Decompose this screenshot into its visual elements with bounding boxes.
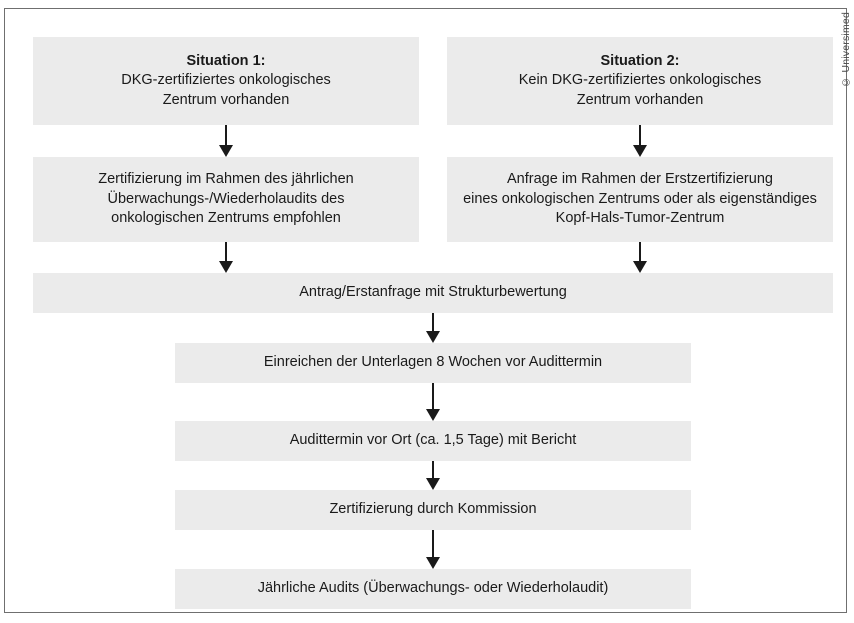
jaehrliche-audits-line-1: Jährliche Audits (Überwachungs- oder Wie… [257,580,609,597]
figure-frame: Situation 1: DKG-zertifiziertes onkologi… [4,8,847,613]
arrow-down-icon-situation2-to-anfrage [633,125,647,157]
flow-node-anfrage-erstzertifizierung: Anfrage im Rahmen der Erstzertifizierung… [447,157,833,242]
flow-node-antrag-strukturbewertung: Antrag/Erstanfrage mit Strukturbewertung [33,273,833,313]
einreichen-line-1: Einreichen der Unterlagen 8 Wochen vor A… [263,354,603,371]
situation-1-line-3: Zentrum vorhanden [162,91,290,108]
flow-node-einreichen-unterlagen: Einreichen der Unterlagen 8 Wochen vor A… [175,343,691,383]
copyright-credit: © Universimed [840,12,852,88]
arrow-down-icon-kommission-to-jaehrliche-audits [426,530,440,569]
arrow-shaft [639,242,641,261]
arrow-shaft [432,313,434,331]
situation-2-line-2: Kein DKG-zertifiziertes onkologisches [518,72,762,89]
flow-node-zertifizierung-jaehrlich: Zertifizierung im Rahmen des jährlichen … [33,157,419,242]
zertifizierung-jaehrlich-line-2: Überwachungs-/Wiederholaudits des [107,190,345,207]
arrow-head [426,331,440,343]
arrow-head [426,557,440,569]
arrow-head [426,478,440,490]
arrow-head [633,145,647,157]
kommission-line-1: Zertifizierung durch Kommission [329,501,537,518]
situation-1-line-2: DKG-zertifiziertes onkologisches [121,72,331,89]
arrow-shaft [432,461,434,478]
arrow-down-icon-audittermin-to-kommission [426,461,440,490]
arrow-down-icon-einreichen-to-audittermin [426,383,440,421]
arrow-down-icon-situation1-to-zertifizierung [219,125,233,157]
situation-2-title: Situation 2: [600,52,680,69]
zertifizierung-jaehrlich-line-3: onkologischen Zentrums empfohlen [111,210,341,227]
arrow-down-icon-zertifizierung-to-antrag [219,242,233,273]
situation-1-title: Situation 1: [186,52,266,69]
arrow-head [426,409,440,421]
situation-2-line-3: Zentrum vorhanden [576,91,704,108]
anfrage-line-3: Kopf-Hals-Tumor-Zentrum [555,210,725,227]
audittermin-line-1: Audittermin vor Ort (ca. 1,5 Tage) mit B… [289,432,577,449]
arrow-down-icon-anfrage-to-antrag [633,242,647,273]
zertifizierung-jaehrlich-line-1: Zertifizierung im Rahmen des jährlichen [98,171,354,188]
flow-node-audittermin-vor-ort: Audittermin vor Ort (ca. 1,5 Tage) mit B… [175,421,691,461]
anfrage-line-2: eines onkologischen Zentrums oder als ei… [463,190,817,207]
arrow-down-icon-antrag-to-einreichen [426,313,440,343]
flow-node-situation-1: Situation 1: DKG-zertifiziertes onkologi… [33,37,419,125]
arrow-shaft [432,530,434,557]
arrow-shaft [432,383,434,409]
arrow-shaft [225,242,227,261]
arrow-shaft [225,125,227,145]
flow-node-jaehrliche-audits: Jährliche Audits (Überwachungs- oder Wie… [175,569,691,609]
arrow-shaft [639,125,641,145]
arrow-head [219,145,233,157]
flow-node-zertifizierung-kommission: Zertifizierung durch Kommission [175,490,691,530]
arrow-head [219,261,233,273]
flow-node-situation-2: Situation 2: Kein DKG-zertifiziertes onk… [447,37,833,125]
arrow-head [633,261,647,273]
antrag-line-1: Antrag/Erstanfrage mit Strukturbewertung [299,284,567,301]
anfrage-line-1: Anfrage im Rahmen der Erstzertifizierung [507,171,773,188]
